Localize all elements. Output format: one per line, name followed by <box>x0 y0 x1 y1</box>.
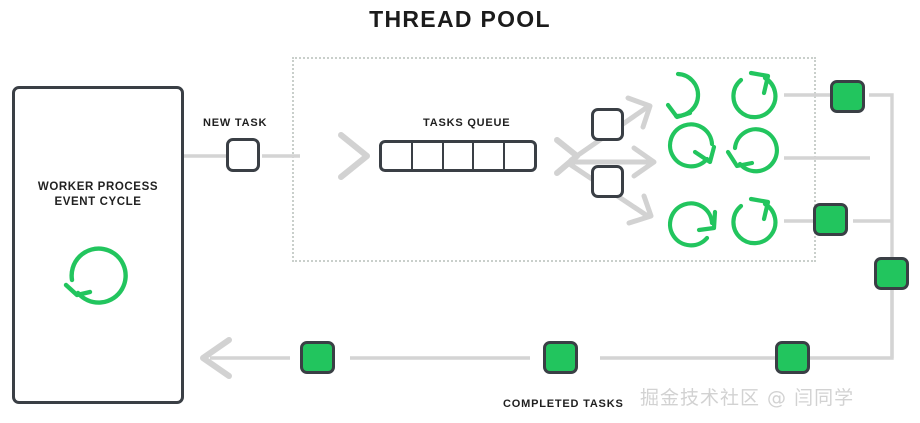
dispatch-task-2-square[interactable] <box>591 165 624 198</box>
arrow-newtask-to-queue <box>338 132 370 180</box>
thread-2-spinner-icon <box>731 70 778 120</box>
thread-3-spinner-icon <box>667 122 717 169</box>
queue-cell[interactable] <box>444 143 475 169</box>
completed-task-4-square[interactable] <box>775 341 810 374</box>
worker-process-box[interactable] <box>12 86 184 404</box>
new-task-label: NEW TASK <box>203 117 268 129</box>
page-title: THREAD POOL <box>369 6 551 32</box>
arrow-return-to-worker <box>200 337 232 379</box>
completed-task-3-square[interactable] <box>874 257 909 290</box>
worker-process-label: WORKER PROCESS EVENT CYCLE <box>12 180 184 210</box>
worker-label-line2: EVENT CYCLE <box>54 196 142 208</box>
thread-4-spinner-icon <box>725 127 779 174</box>
thread-1-spinner-icon <box>665 71 701 120</box>
completed-task-5-square[interactable] <box>543 341 578 374</box>
new-task-square[interactable] <box>226 138 260 172</box>
completed-task-2-square[interactable] <box>813 203 848 236</box>
tasks-queue[interactable] <box>379 140 537 172</box>
completed-tasks-label: COMPLETED TASKS <box>503 398 624 410</box>
watermark-text: 掘金技术社区 @ 闫同学 <box>640 387 855 409</box>
dispatch-task-1-square[interactable] <box>591 108 624 141</box>
wire-collector-bus-bottom <box>816 290 894 360</box>
completed-task-1-square[interactable] <box>830 80 865 113</box>
thread-5-spinner-icon <box>667 201 718 248</box>
queue-cell[interactable] <box>474 143 506 169</box>
queue-cell[interactable] <box>505 143 534 169</box>
queue-cell[interactable] <box>382 143 413 169</box>
queue-cell[interactable] <box>413 143 444 169</box>
arrow-fan-up-head <box>625 95 653 130</box>
thread-6-spinner-icon <box>731 196 778 246</box>
completed-task-6-square[interactable] <box>300 341 335 374</box>
tasks-queue-label: TASKS QUEUE <box>423 117 511 129</box>
arrow-fan-down-head <box>626 193 654 226</box>
worker-label-line1: WORKER PROCESS <box>37 181 159 193</box>
arrow-fan-mid-head <box>631 145 657 179</box>
refresh-cycle-icon <box>63 246 128 305</box>
